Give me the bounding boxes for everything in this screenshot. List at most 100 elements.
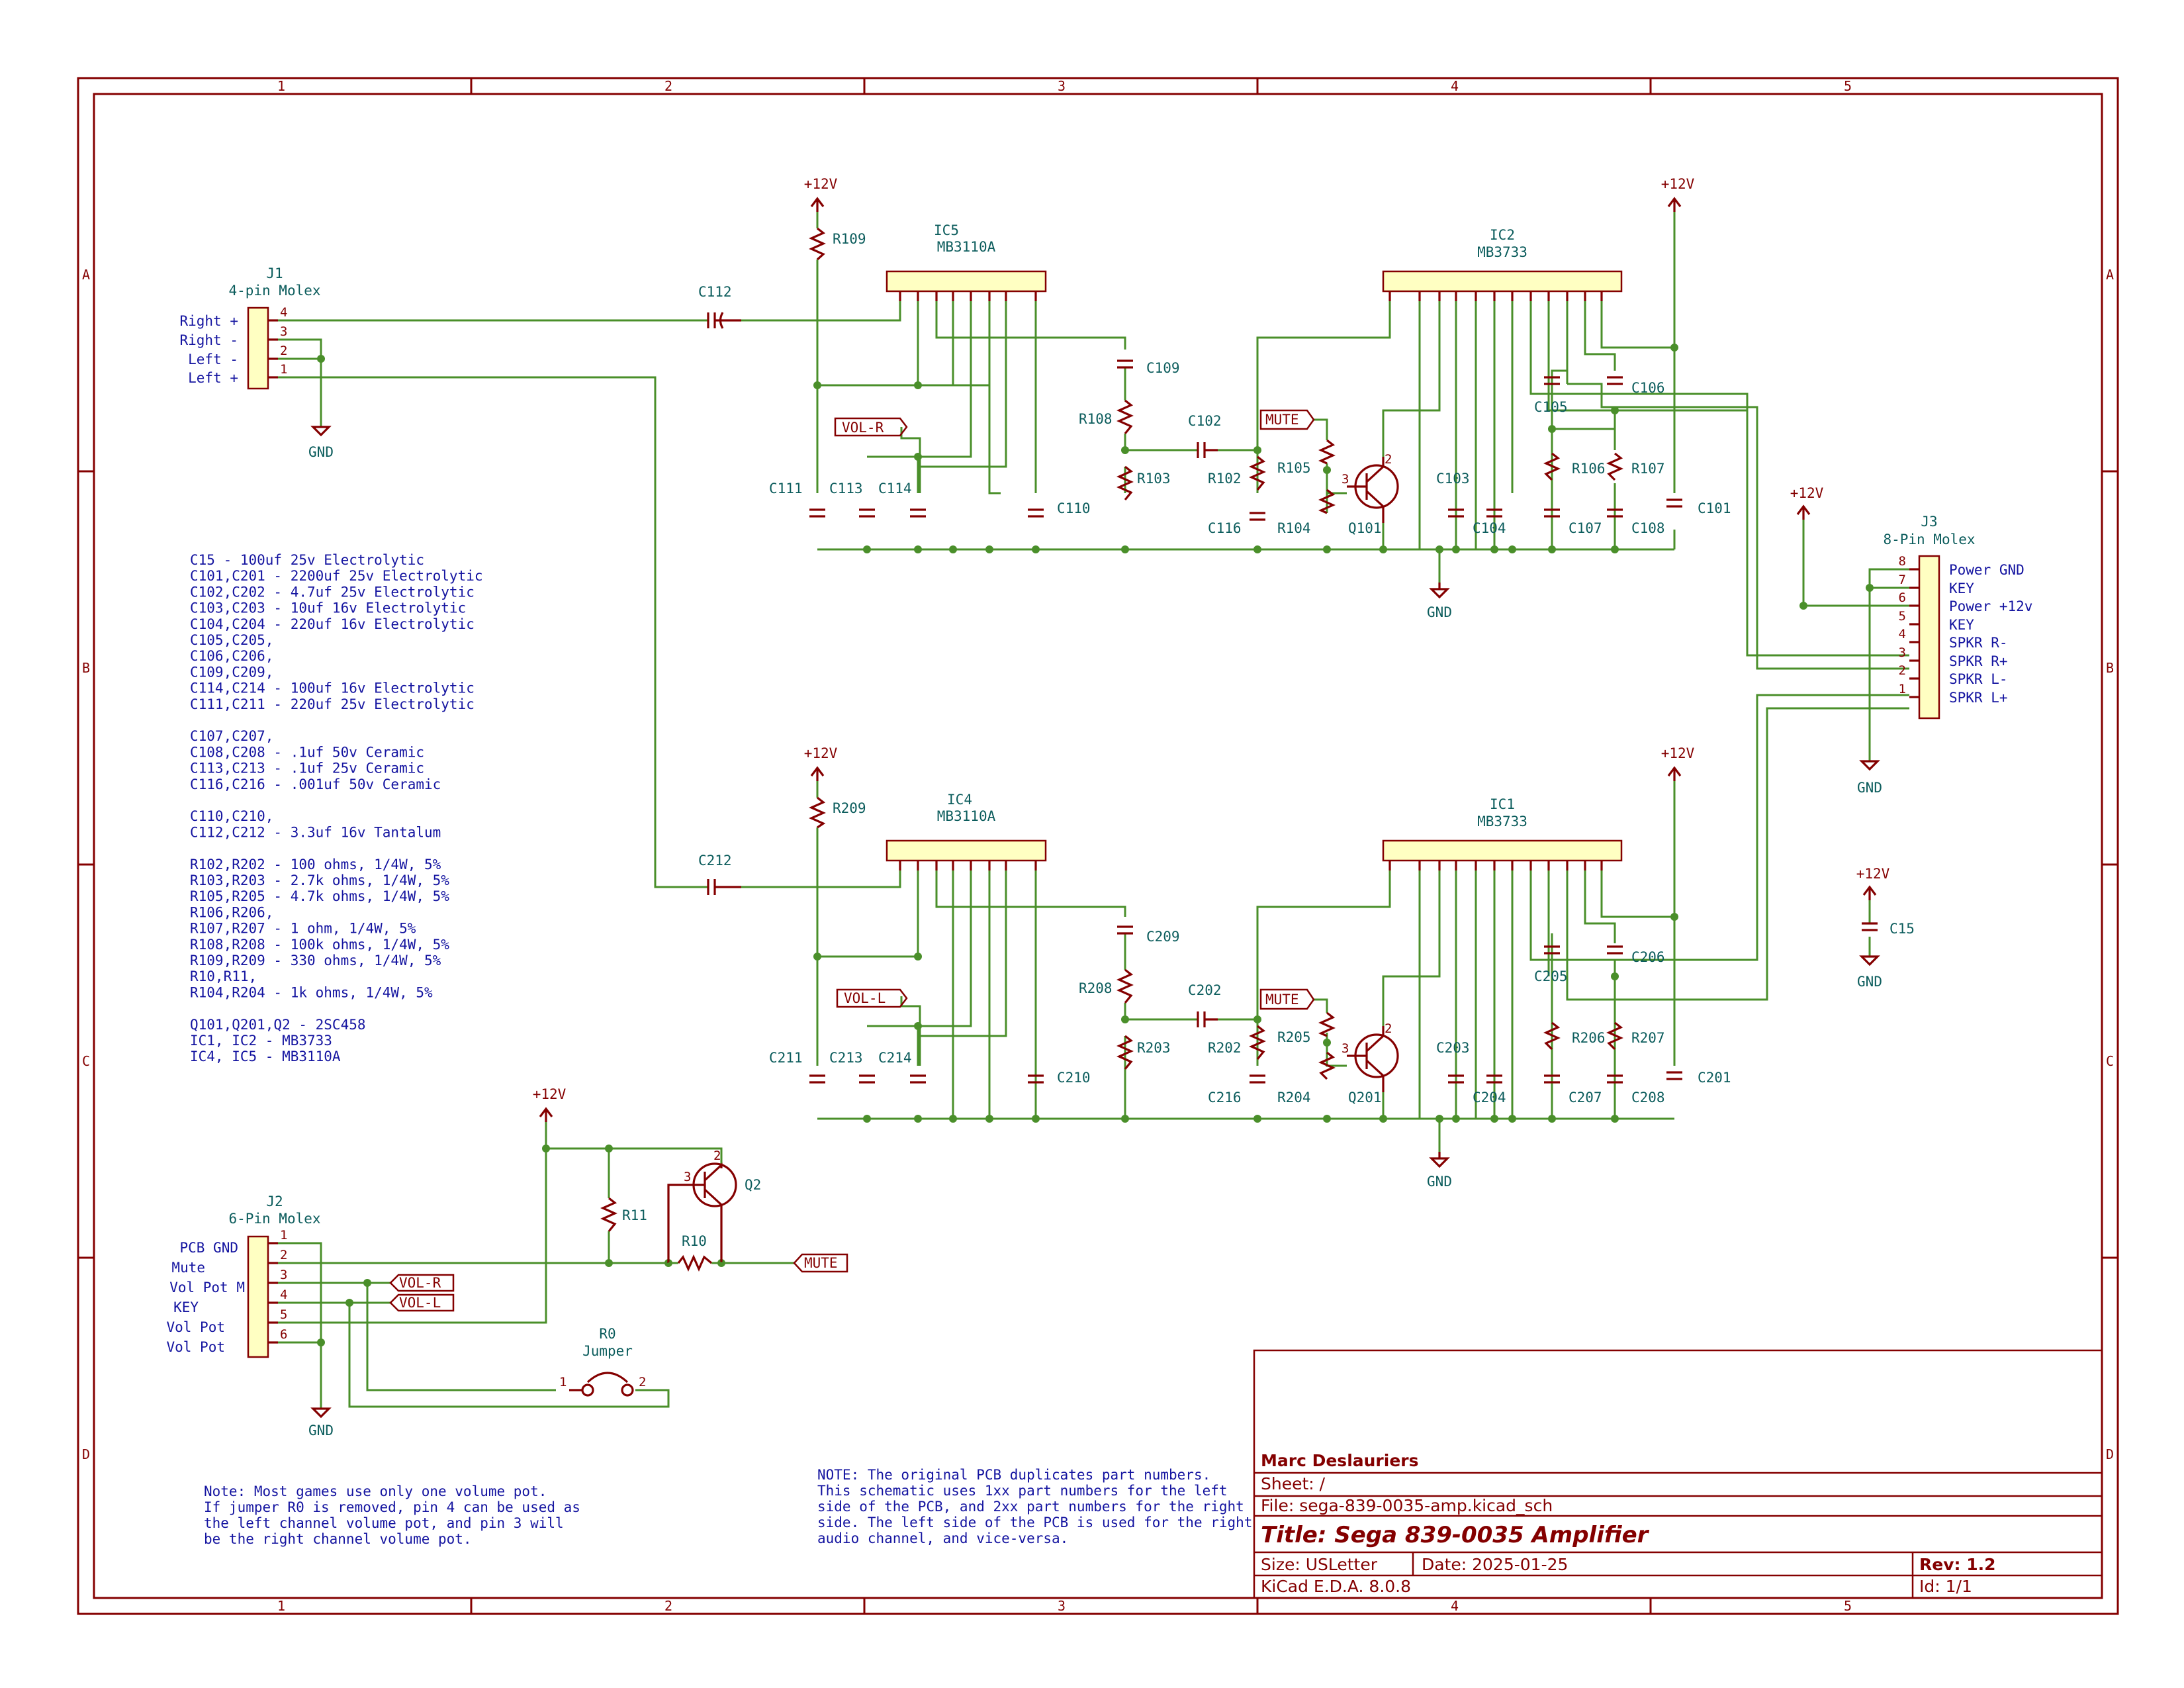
power-12v-symbol: +12V [1661,745,1695,781]
svg-text:1: 1 [280,1228,287,1243]
svg-text:side. The left side of the PCB: side. The left side of the PCB is used f… [817,1515,1252,1530]
bom-line: C102,C202 - 4.7uf 25v Electrolytic [190,584,475,600]
svg-text:GND: GND [308,444,334,460]
svg-text:R107: R107 [1631,461,1665,477]
svg-text:SPKR L+: SPKR L+ [1949,690,2008,706]
svg-text:2: 2 [1385,452,1392,467]
tb-tool: KiCad E.D.A. 8.0.8 [1261,1577,1411,1596]
svg-text:1: 1 [559,1375,567,1389]
svg-text:C209: C209 [1146,929,1180,945]
capacitor: C101 [1666,498,1731,516]
svg-text:C211: C211 [769,1050,803,1066]
capacitor: C106 [1607,376,1665,396]
label-vol-r: VOL-R [834,417,908,437]
col-label: 4 [1451,1598,1459,1614]
ic4-ref: IC4 [947,792,972,808]
ground-symbol: GND [1857,760,1882,796]
svg-text:4: 4 [280,305,287,320]
tb-id: Id: 1/1 [1919,1577,1972,1596]
bom-line: IC4, IC5 - MB3110A [190,1049,341,1064]
svg-text:C204: C204 [1473,1090,1506,1105]
svg-text:+12V: +12V [1661,745,1695,761]
bom-line: C116,C216 - .001uf 50v Ceramic [190,776,441,792]
tb-file: File: sega-839-0035-amp.kicad_sch [1261,1496,1553,1515]
svg-text:If jumper R0 is removed, pin 4: If jumper R0 is removed, pin 4 can be us… [204,1499,580,1515]
col-label: 3 [1058,78,1066,94]
capacitor: C111 [769,481,825,518]
svg-text:audio channel, and vice-versa.: audio channel, and vice-versa. [817,1530,1068,1546]
bom-line: C111,C211 - 220uf 25v Electrolytic [190,696,475,712]
bom-line: C113,C213 - .1uf 25v Ceramic [190,761,424,776]
j1-value: 4-pin Molex [228,283,320,299]
capacitor: C104 [1473,508,1506,536]
svg-text:KEY: KEY [173,1299,199,1315]
label-mute: MUTE [1259,409,1315,430]
bom-line: R107,R207 - 1 ohm, 1/4W, 5% [190,921,416,937]
capacitor: C102 [1188,413,1222,458]
svg-text:2: 2 [280,1248,287,1262]
power-12v-symbol: +12V [804,745,838,781]
svg-text:be the right channel volume po: be the right channel volume pot. [204,1531,472,1547]
capacitor: C201 [1666,1070,1731,1086]
ic1-chip: IC1 MB3733 [1382,796,1623,870]
svg-text:SPKR R-: SPKR R- [1949,635,2008,651]
svg-text:C216: C216 [1208,1090,1242,1105]
svg-text:C106: C106 [1631,380,1665,396]
capacitor: C212 [698,853,741,895]
svg-text:VOL-L: VOL-L [844,990,886,1006]
col-label: 3 [1058,1598,1066,1614]
svg-text:+12V: +12V [804,176,838,192]
svg-text:3: 3 [1342,1041,1349,1056]
svg-text:+12V: +12V [1856,866,1890,882]
svg-text:R109: R109 [833,231,866,247]
capacitor: C204 [1473,1074,1506,1105]
svg-text:R103: R103 [1137,471,1171,487]
resistor: R207 [1606,1021,1665,1051]
row-label: C [82,1053,90,1069]
bom-line: C114,C214 - 100uf 16v Electrolytic [190,680,475,696]
svg-text:C105: C105 [1534,399,1568,415]
svg-text:C203: C203 [1436,1040,1470,1056]
svg-text:6: 6 [280,1327,287,1342]
bom-line: Q101,Q201,Q2 - 2SC458 [190,1017,366,1033]
svg-text:2: 2 [1899,663,1906,678]
bom-line: C101,C201 - 2200uf 25v Electrolytic [190,568,483,584]
svg-text:This schematic uses 1xx part n: This schematic uses 1xx part numbers for… [817,1483,1228,1499]
note-volume: Note: Most games use only one volume pot… [204,1483,580,1547]
svg-text:2: 2 [1385,1021,1392,1036]
label-vol-l: VOL-L [836,988,908,1008]
svg-text:+12V: +12V [1790,485,1824,501]
bom-line: R106,R206, [190,904,273,920]
svg-text:VOL-L: VOL-L [399,1295,441,1311]
svg-text:C213: C213 [829,1050,863,1066]
svg-text:C201: C201 [1698,1070,1731,1086]
resistor: R202 [1208,1025,1266,1060]
svg-text:C107: C107 [1569,520,1602,536]
bom-line: C103,C203 - 10uf 16v Electrolytic [190,600,466,616]
ic2-value: MB3733 [1477,244,1527,260]
resistor: R209 [809,796,866,829]
title-block: Marc Deslauriers Sheet: / File: sega-839… [1253,1349,2103,1599]
capacitor: C207 [1544,1074,1602,1105]
bom-line: C104,C204 - 220uf 16v Electrolytic [190,616,475,632]
svg-text:C205: C205 [1534,968,1568,984]
row-label: D [2106,1446,2114,1462]
svg-text:+12V: +12V [1661,176,1695,192]
col-label: 5 [1844,1598,1852,1614]
resistor: R205 [1277,1011,1336,1045]
capacitor: C110 [1028,500,1091,518]
bom-line: R102,R202 - 100 ohms, 1/4W, 5% [190,857,441,872]
capacitor: C208 [1607,1074,1665,1105]
svg-text:Vol Pot: Vol Pot [166,1339,225,1355]
col-label: 2 [664,1598,672,1614]
svg-text:R11: R11 [622,1207,647,1223]
bom-line: R10,R11, [190,968,257,984]
row-label: B [2106,660,2114,676]
sheet-frame: 1 2 3 4 5 1 2 3 4 5 A B C D A B C D [77,77,2119,1615]
ic2-chip: IC2 MB3733 [1382,227,1623,301]
svg-text:C110: C110 [1057,500,1091,516]
